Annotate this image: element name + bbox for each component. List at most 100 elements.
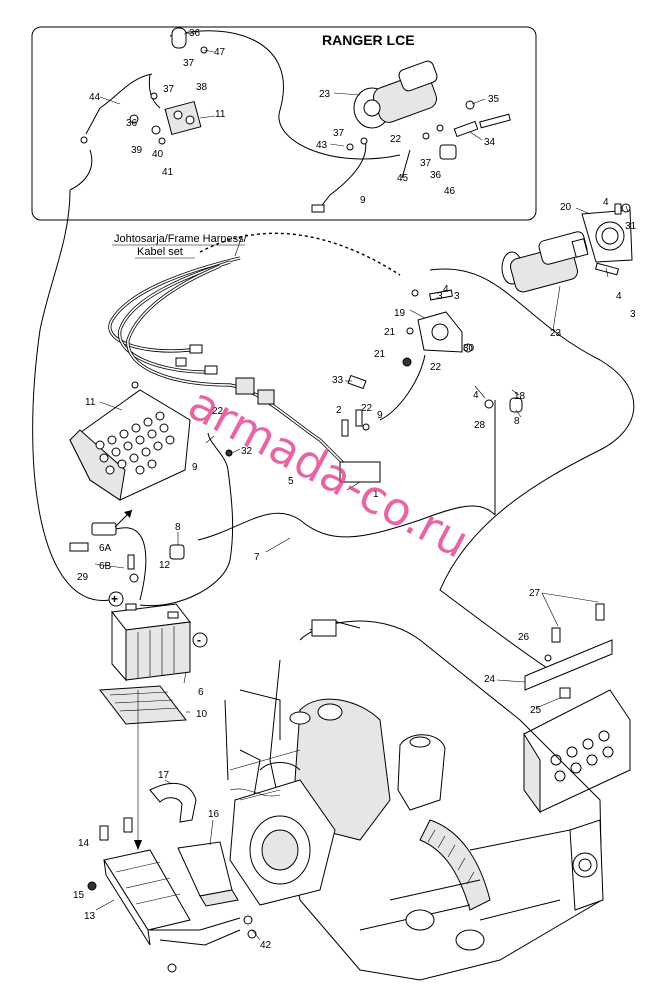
inset-callout: 39 (131, 145, 143, 156)
inset-callout: 36 (430, 170, 442, 181)
positive-terminal-sign: + (111, 592, 118, 606)
harness-dashed-route (199, 232, 401, 276)
exhaust-hose (419, 819, 491, 911)
expansion-tank (397, 734, 446, 811)
inset-cable-45 (401, 149, 411, 179)
callout-label: 2 (336, 405, 342, 416)
inset-callout: 45 (397, 173, 409, 184)
harness-label-line2: Kabel set (137, 246, 183, 258)
inset-callout: 41 (162, 167, 174, 178)
inset-callout: 36 (126, 118, 138, 129)
inset-callout: 11 (215, 109, 226, 120)
starter-motor (501, 231, 589, 293)
callout-label: 6A (99, 543, 112, 554)
callout-label: 5 (288, 476, 294, 487)
inset-callout: 35 (488, 94, 500, 105)
callout-label: 3 (630, 309, 636, 320)
positive-terminal-icon (108, 591, 124, 607)
inset-callout-labels: 36 47 37 44 38 37 36 11 39 40 41 23 35 3… (89, 28, 500, 206)
callout-label: 15 (73, 890, 85, 901)
inset-callout: 43 (316, 140, 328, 151)
callout-label: 28 (474, 420, 486, 431)
callout-label: 6 (198, 687, 204, 698)
inset-panel: RANGER LCE (31, 26, 537, 221)
inset-callout: 37 (163, 84, 175, 95)
callout-label: 4 (603, 197, 609, 208)
engine-shield-right (523, 603, 631, 814)
callout-label: 3 (437, 291, 443, 302)
inset-callout: 40 (152, 149, 164, 160)
callout-label: 27 (529, 588, 541, 599)
callout-label: 1 (373, 489, 379, 500)
negative-terminal-icon (192, 632, 208, 648)
inset-callout: 9 (360, 195, 366, 206)
inset-boot-47 (171, 27, 187, 49)
bracket-20 (581, 209, 633, 263)
inset-cable-link (148, 73, 161, 109)
battery-strap (149, 782, 197, 823)
callout-label: 29 (77, 572, 89, 583)
main-hardware (131, 203, 631, 457)
inset-cable-loop (169, 30, 401, 160)
callout-label: 22 (361, 403, 373, 414)
battery: + - (108, 591, 208, 682)
battery-cover (177, 841, 239, 907)
boot-8-left (169, 544, 185, 560)
inset-callout: 37 (420, 158, 432, 169)
callout-label: 24 (484, 674, 496, 685)
inset-callout: 36 (189, 28, 201, 39)
inset-leaders (99, 32, 486, 147)
inset-frame (31, 26, 537, 221)
inset-hardware (80, 46, 511, 213)
inset-callout: 37 (183, 58, 195, 69)
callout-label: 18 (514, 391, 526, 402)
callout-label: 20 (560, 202, 572, 213)
cable-7 (197, 505, 496, 541)
fuse-holder (69, 509, 185, 601)
inset-callout: 46 (444, 186, 456, 197)
callout-label: 26 (518, 632, 530, 643)
inset-cable-44 (85, 73, 153, 135)
cable-9-main (379, 354, 426, 421)
callout-label: 32 (241, 446, 253, 457)
engine-shield-left (69, 389, 191, 501)
inset-solenoid (164, 27, 202, 136)
callout-label: 23 (550, 328, 562, 339)
callout-label: 9 (192, 462, 198, 473)
engine-block (294, 698, 391, 841)
boot-8-right (509, 397, 523, 413)
inset-callout: 38 (196, 82, 208, 93)
vehicle-frame (224, 619, 604, 981)
inset-callout: 23 (319, 89, 331, 100)
negative-terminal-sign: - (197, 633, 201, 647)
inset-starter (353, 60, 438, 129)
callout-label: 16 (208, 809, 220, 820)
inset-callout: 47 (214, 47, 226, 58)
callout-label: 31 (625, 221, 637, 232)
inset-callout: 44 (89, 92, 101, 103)
fuse-holder-body (91, 522, 117, 536)
battery-pad (99, 685, 187, 725)
callout-label: 6B (99, 561, 112, 572)
inset-title: RANGER LCE (322, 32, 415, 48)
harness-label-line1: Johtosarja/Frame Harness/ (114, 233, 248, 245)
cable-9-lower (207, 432, 229, 471)
callout-label: 42 (260, 940, 272, 951)
harness-label: Johtosarja/Frame Harness/ Kabel set (112, 232, 401, 276)
callout-label: 4 (616, 291, 622, 302)
callout-label: 8 (175, 522, 181, 533)
callout-label: 12 (159, 560, 171, 571)
wiring-harness (108, 256, 381, 483)
cable-loop-right (429, 268, 635, 671)
callout-label: 4 (473, 390, 479, 401)
callout-label: 7 (254, 552, 260, 563)
inset-callout: 34 (484, 137, 496, 148)
inset-boot-46 (439, 144, 457, 160)
watermark: armada-co.ru (180, 376, 478, 569)
callout-label: 33 (332, 375, 344, 386)
callout-label: 25 (530, 705, 542, 716)
cable-loop-left (32, 189, 111, 601)
callout-label: 21 (374, 349, 386, 360)
